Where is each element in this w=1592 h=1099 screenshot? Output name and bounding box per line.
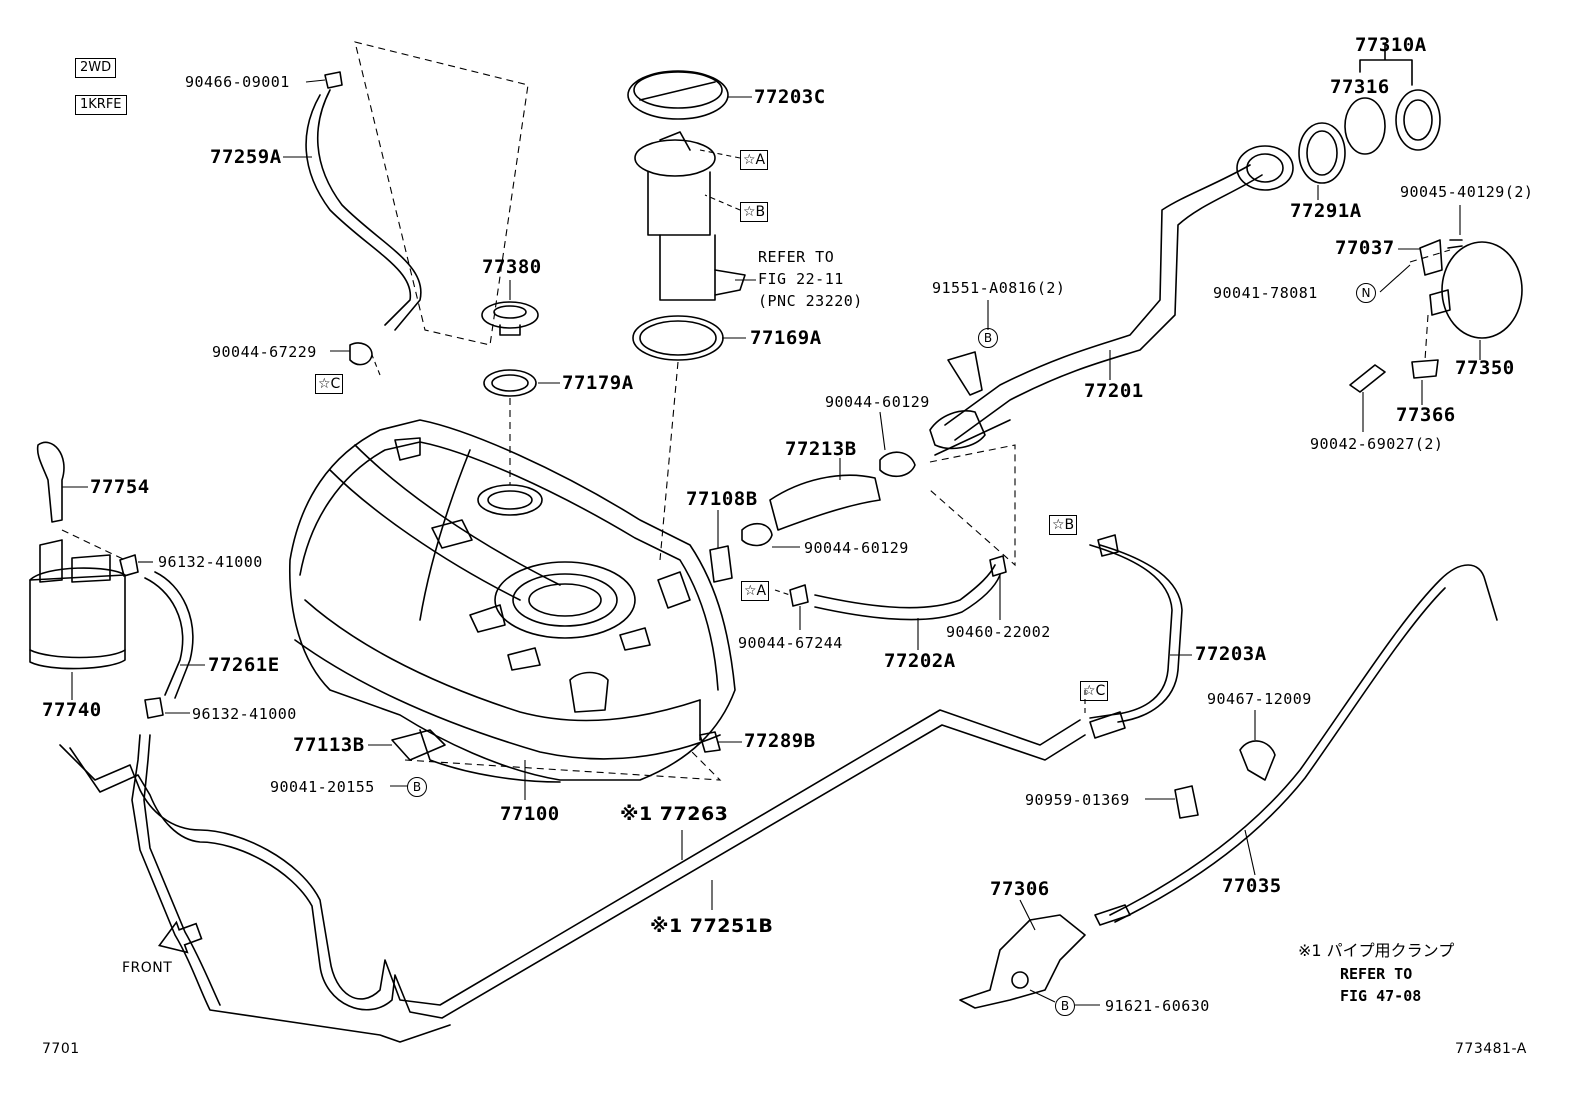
part-label-77366[interactable]: 77366 — [1396, 404, 1456, 426]
ref-marker-c: ☆C — [315, 374, 344, 394]
part-label-77251b[interactable]: ※1 77251B — [650, 915, 774, 937]
part-label-77306[interactable]: 77306 — [990, 878, 1050, 900]
fuel-pump-drawing — [627, 70, 746, 361]
part-label-77202a[interactable]: 77202A — [884, 650, 956, 672]
part-label-96132-41000-b[interactable]: 96132-41000 — [192, 705, 297, 723]
part-label-77100[interactable]: 77100 — [500, 803, 560, 825]
part-label-77169a[interactable]: 77169A — [750, 327, 822, 349]
hoses-drawing — [144, 89, 1001, 699]
part-label-90044-60129-b[interactable]: 90044-60129 — [804, 539, 909, 557]
part-label-77380[interactable]: 77380 — [482, 256, 542, 278]
part-label-90467-12009[interactable]: 90467-12009 — [1207, 690, 1312, 708]
part-label-77263[interactable]: ※1 77263 — [620, 803, 729, 825]
clips-drawing — [119, 71, 1276, 819]
part-label-90460-22002[interactable]: 90460-22002 — [946, 623, 1051, 641]
refer-pump-line3: (PNC 23220) — [758, 292, 863, 310]
part-label-90044-60129-a[interactable]: 90044-60129 — [825, 393, 930, 411]
ref-circle-b-91621: B — [1055, 996, 1075, 1016]
part-label-77316[interactable]: 77316 — [1330, 76, 1390, 98]
part-label-77350[interactable]: 77350 — [1455, 357, 1515, 379]
sender-gauge-drawing — [481, 301, 539, 397]
ref-circle-b-91551: B — [978, 328, 998, 348]
pipe-clamp-note-fig: FIG 47-08 — [1340, 987, 1422, 1005]
part-label-77203c[interactable]: 77203C — [754, 86, 826, 108]
part-label-77113b[interactable]: 77113B — [293, 734, 365, 756]
fuel-cap-drawing — [1298, 44, 1441, 184]
part-label-91621-60630[interactable]: 91621-60630 — [1105, 997, 1210, 1015]
ref-marker-a-pump: ☆A — [740, 150, 769, 170]
part-label-77213b[interactable]: 77213B — [785, 438, 857, 460]
part-label-77201[interactable]: 77201 — [1084, 380, 1144, 402]
part-label-77037[interactable]: 77037 — [1335, 237, 1395, 259]
fuel-pipes-drawing — [59, 544, 1183, 1043]
part-label-77310a[interactable]: 77310A — [1355, 34, 1427, 56]
engine-code-badge: 1KRFE — [75, 95, 127, 115]
part-label-77261e[interactable]: 77261E — [208, 654, 280, 676]
ref-marker-c-pipe: ☆C — [1080, 681, 1109, 701]
drive-type-badge: 2WD — [75, 58, 117, 78]
part-label-90959-01369[interactable]: 90959-01369 — [1025, 791, 1130, 809]
part-label-77203a[interactable]: 77203A — [1195, 643, 1267, 665]
figure-id: 7701 — [42, 1041, 80, 1057]
ref-circle-b-20155: B — [407, 777, 427, 797]
front-arrow-icon — [157, 920, 203, 954]
assembly-dashed-lines — [61, 41, 1451, 781]
part-label-90044-67244[interactable]: 90044-67244 — [738, 634, 843, 652]
part-label-77754[interactable]: 77754 — [90, 476, 150, 498]
part-label-77740[interactable]: 77740 — [42, 699, 102, 721]
front-label: FRONT — [122, 960, 173, 976]
ref-marker-b-pipe: ☆B — [1049, 515, 1078, 535]
filler-pipe-drawing — [929, 145, 1294, 456]
part-label-77179a[interactable]: 77179A — [562, 372, 634, 394]
part-label-77291a[interactable]: 77291A — [1290, 200, 1362, 222]
canister-drawing — [29, 441, 126, 670]
ref-marker-a-hose: ☆A — [741, 581, 770, 601]
refer-pump-line2: FIG 22-11 — [758, 270, 844, 288]
ref-marker-b-pump: ☆B — [740, 202, 769, 222]
part-label-90041-20155[interactable]: 90041-20155 — [270, 778, 375, 796]
part-label-91551-a0816[interactable]: 91551-A0816(2) — [932, 279, 1066, 297]
part-label-77035[interactable]: 77035 — [1222, 875, 1282, 897]
part-label-77108b[interactable]: 77108B — [686, 488, 758, 510]
refer-pump-line1: REFER TO — [758, 248, 835, 266]
opener-cable-drawing — [959, 564, 1498, 1009]
part-label-96132-41000-a[interactable]: 96132-41000 — [158, 553, 263, 571]
illustration-id: 773481-A — [1455, 1041, 1527, 1057]
fuel-door-drawing — [1349, 239, 1523, 393]
pipe-clamp-note: ※1 パイプ用クランプ — [1298, 941, 1455, 960]
part-label-90042-69027[interactable]: 90042-69027(2) — [1310, 435, 1444, 453]
part-label-90466-09001[interactable]: 90466-09001 — [185, 73, 290, 91]
pipe-clamp-note-refer: REFER TO — [1340, 965, 1413, 983]
part-label-90044-67229[interactable]: 90044-67229 — [212, 343, 317, 361]
part-label-90041-78081[interactable]: 90041-78081 — [1213, 284, 1318, 302]
part-label-90045-40129[interactable]: 90045-40129(2) — [1400, 183, 1534, 201]
part-label-77289b[interactable]: 77289B — [744, 730, 816, 752]
leader-lines — [62, 79, 1481, 1006]
part-label-77259a[interactable]: 77259A — [210, 146, 282, 168]
ref-circle-n: N — [1356, 283, 1376, 303]
